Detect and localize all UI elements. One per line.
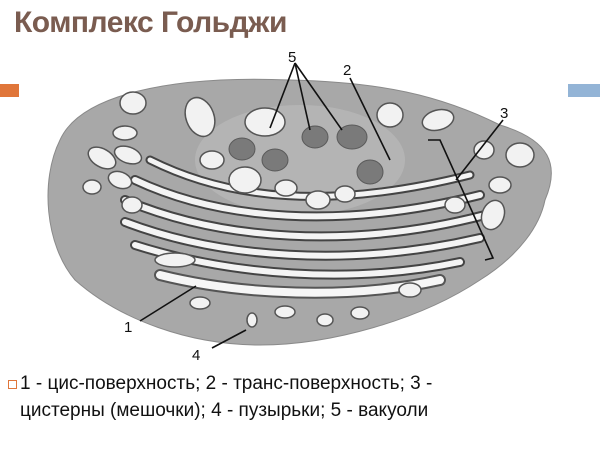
label-4: 4 [192,347,200,364]
accent-bar-left [0,84,19,97]
annotation-arrows [139,62,504,349]
dark-vacuoles [228,124,384,185]
label-5: 5 [288,49,296,66]
label-3: 3 [500,105,508,122]
accent-bar-right [568,84,600,97]
label-2: 2 [343,62,351,79]
cisternae [120,155,490,299]
caption-line-2: цистерны (мешочки); 4 - пузырьки; 5 - ва… [20,400,429,421]
label-1: 1 [124,319,132,336]
square-bullet-icon [8,380,17,389]
slide-title: Комплекс Гольджи [14,6,287,39]
vesicles [82,91,535,328]
caption: 1 - цис-поверхность; 2 - транс-поверхнос… [20,370,560,424]
golgi-diagram: 5 2 3 1 4 [47,49,552,364]
caption-line-1: 1 - цис-поверхность; 2 - транс-поверхнос… [20,373,433,394]
